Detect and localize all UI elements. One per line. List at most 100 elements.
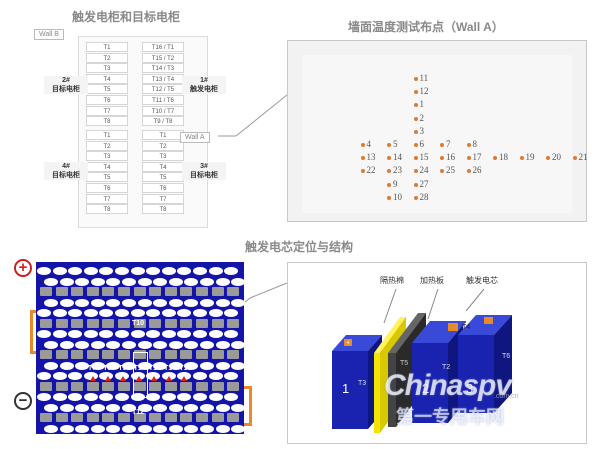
pack-cell-block bbox=[40, 381, 52, 391]
pack-cell-ellipse bbox=[59, 403, 74, 412]
pack-cell-ellipse bbox=[231, 361, 246, 370]
cabinet-cell: T3 bbox=[86, 151, 128, 162]
pack-cell-block bbox=[227, 350, 240, 359]
pack-cell-block bbox=[40, 287, 52, 296]
pack-cell-ellipse bbox=[224, 393, 239, 401]
pack-cell-ellipse bbox=[44, 298, 58, 307]
pack-cell-ellipse bbox=[200, 361, 214, 370]
pack-cell-ellipse bbox=[83, 393, 98, 401]
test-point: 24 bbox=[413, 165, 429, 175]
point-label: 8 bbox=[472, 139, 478, 149]
pack-cell-ellipse bbox=[83, 330, 98, 338]
pack-cell-ellipse bbox=[137, 298, 152, 307]
point-dot bbox=[360, 169, 365, 174]
sensor-marker bbox=[181, 376, 188, 381]
pack-cell-block bbox=[196, 413, 208, 422]
t2-label: T2 bbox=[442, 364, 450, 371]
pack-cell-block bbox=[55, 413, 68, 422]
pack-cell-block bbox=[211, 413, 224, 422]
svg-text:+: + bbox=[346, 340, 350, 347]
pack-cell-ellipse bbox=[90, 361, 105, 370]
pack-cell-block bbox=[102, 381, 115, 391]
pack-cell-block bbox=[133, 413, 146, 422]
pack-cell-ellipse bbox=[130, 309, 145, 317]
pack-cell-block bbox=[180, 287, 193, 296]
point-dot bbox=[387, 182, 391, 187]
test-point: 18 bbox=[493, 152, 508, 162]
test-point: 2 bbox=[413, 112, 425, 123]
pack-cell-block bbox=[55, 287, 68, 296]
cabinet-cell: T16 / T1 bbox=[142, 42, 184, 52]
trigger-cell-highlight bbox=[133, 352, 148, 398]
pack-cell-ellipse bbox=[153, 424, 168, 433]
t4-label: T4 bbox=[462, 324, 470, 331]
pack-cell-ellipse bbox=[153, 361, 168, 370]
test-point: 10 bbox=[387, 192, 402, 202]
cabinet-cell: T3 bbox=[142, 151, 184, 162]
pack-cell-ellipse bbox=[184, 424, 199, 433]
pack-cell-ellipse bbox=[168, 361, 183, 370]
pack-cell-block bbox=[211, 318, 224, 328]
orange-bracket-left bbox=[30, 310, 38, 354]
pack-cell-ellipse bbox=[137, 340, 152, 349]
heater-leader bbox=[427, 288, 439, 320]
pack-cell-ellipse bbox=[161, 330, 176, 338]
pack-cell-ellipse bbox=[215, 403, 230, 412]
point-label: 15 bbox=[419, 152, 429, 163]
pack-cell-ellipse bbox=[115, 330, 129, 338]
pack-cell-block bbox=[71, 318, 84, 328]
sensor-marker bbox=[105, 376, 112, 381]
cabinet-cell: T6 bbox=[86, 95, 128, 105]
pack-cell-ellipse bbox=[193, 393, 207, 401]
cabinet-4-label: 4#目标电柜 bbox=[44, 162, 88, 180]
watermark-url: .com.cn bbox=[494, 393, 519, 400]
pack-cell-ellipse bbox=[200, 424, 214, 433]
test-point: 6 bbox=[413, 139, 424, 149]
cabinet-cell: T7 bbox=[86, 193, 128, 204]
pack-cell-ellipse bbox=[184, 298, 199, 307]
pack-cell-block bbox=[40, 413, 52, 422]
pack-cell-block bbox=[55, 350, 68, 359]
cabinet-cell: T2 bbox=[142, 140, 184, 151]
pack-sensor-label: T14 bbox=[164, 365, 177, 372]
pack-cell-block bbox=[227, 318, 240, 328]
test-point: 26 bbox=[466, 165, 482, 175]
pack-cell-ellipse bbox=[59, 361, 74, 370]
pack-cell-ellipse bbox=[75, 298, 90, 307]
insulation-leader bbox=[383, 288, 397, 324]
pack-cell-block bbox=[40, 318, 52, 328]
pack-cell-block bbox=[133, 381, 146, 391]
test-point: 28 bbox=[413, 192, 429, 202]
pack-cell-block bbox=[102, 350, 115, 359]
test-point: 22 bbox=[360, 165, 376, 175]
pack-sensor-label: T9 bbox=[118, 365, 127, 372]
point-label: 10 bbox=[393, 191, 402, 202]
pack-cell-ellipse bbox=[137, 424, 152, 433]
point-label: 20 bbox=[552, 152, 561, 163]
point-dot bbox=[387, 142, 391, 147]
pack-cell-ellipse bbox=[44, 277, 58, 286]
cabinet-cell: T6 bbox=[142, 183, 184, 193]
pack-cell-block bbox=[180, 318, 193, 328]
pack-cell-block bbox=[180, 350, 193, 359]
point-label: 23 bbox=[393, 165, 402, 176]
cabinet-cell: T7 bbox=[86, 105, 128, 116]
pack-cell-ellipse bbox=[231, 298, 246, 307]
pack-cell-ellipse bbox=[106, 361, 121, 370]
wall-a-tag: Wall A bbox=[180, 132, 210, 143]
positioning-title: 触发电芯定位与结构 bbox=[245, 240, 354, 254]
point-dot bbox=[413, 129, 418, 134]
point-dot bbox=[413, 195, 418, 200]
point-label: 2 bbox=[419, 112, 425, 123]
pack-cell-ellipse bbox=[99, 267, 114, 275]
pack-cell-block bbox=[118, 318, 130, 328]
pack-cell-ellipse bbox=[168, 277, 183, 286]
pack-cell-ellipse bbox=[37, 267, 51, 275]
pack-cell-ellipse bbox=[59, 340, 74, 349]
pack-cell-block bbox=[86, 350, 99, 359]
pack-cell-ellipse bbox=[184, 403, 199, 412]
point-dot bbox=[413, 142, 418, 147]
test-point: 17 bbox=[466, 152, 482, 162]
minus-terminal: − bbox=[14, 392, 32, 410]
